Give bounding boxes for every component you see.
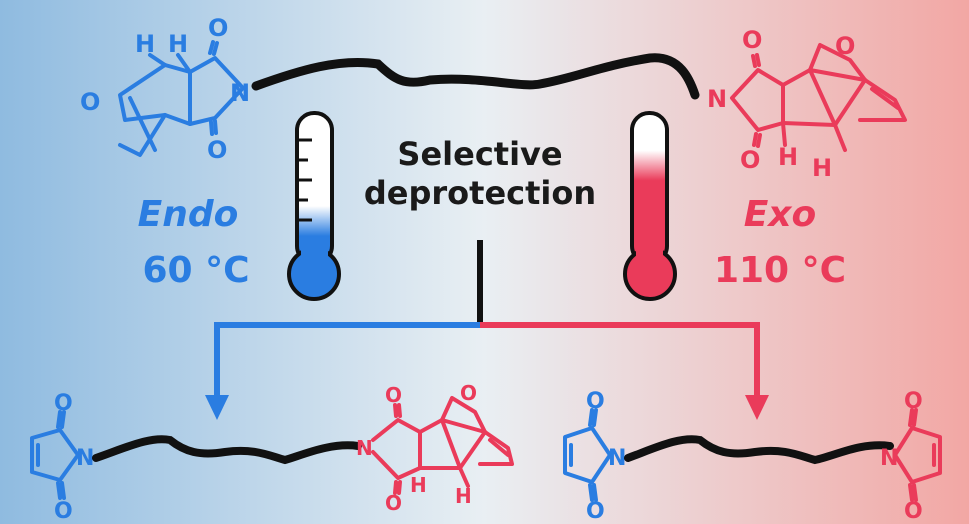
exo-atom-o-bridge: O (835, 32, 855, 60)
exo-thermometer (623, 111, 677, 301)
exo-branch-arrow (480, 322, 760, 400)
endo-atom-o-top: O (208, 14, 228, 42)
product-right-maleimide-left (563, 408, 612, 502)
product-right-right-o-bottom: O (904, 499, 923, 524)
product-right-maleimide-right-atoms: O N O (880, 389, 923, 524)
exo-label: Exo (744, 194, 817, 235)
endo-atom-o-bridge: O (80, 88, 100, 116)
endo-atom-o-bottom: O (207, 136, 227, 164)
exo-atom-h2: H (812, 154, 832, 182)
product-left-maleimide-atoms: O N O (54, 391, 94, 524)
product-left-o-bottom: O (54, 499, 73, 524)
bottom-right-linker (624, 435, 894, 465)
title-line-2: deprotection (364, 174, 596, 212)
exo-temperature: 110 °C (714, 250, 846, 291)
product-left-exo-n: N (356, 436, 373, 460)
product-right-right-n: N (880, 446, 898, 471)
bottom-left-linker (92, 435, 362, 465)
product-right-right-o-top: O (904, 389, 923, 414)
product-right-left-o-top: O (586, 389, 605, 414)
exo-atom-o-top: O (742, 26, 762, 54)
product-left-exo-o-top: O (385, 383, 402, 407)
product-right-left-n: N (608, 446, 626, 471)
exo-adduct-atoms: O O N O H H (707, 26, 855, 182)
product-left-o-top: O (54, 391, 73, 416)
endo-temperature: 60 °C (142, 250, 249, 291)
endo-atom-n: N (230, 79, 250, 107)
title-line-1: Selective (397, 135, 562, 173)
product-left-n: N (76, 446, 94, 471)
product-left-exo-o-bottom: O (385, 491, 402, 515)
product-left-exo-h1: H (410, 473, 427, 497)
product-left-exo-o-bridge: O (460, 381, 477, 405)
top-polymer-linker (251, 53, 700, 100)
product-left-exo-adduct (371, 396, 514, 495)
product-right-maleimide-left-atoms: O N O (586, 389, 626, 524)
exo-adduct-structure (730, 43, 907, 152)
endo-branch-arrow (214, 322, 480, 400)
exo-atom-o-bottom: O (740, 146, 760, 174)
endo-atom-h2: H (168, 30, 188, 58)
exo-arrowhead (745, 395, 769, 420)
product-left-exo-atoms: O O N O H H (356, 381, 477, 515)
endo-adduct-atoms: H H O N O O (80, 14, 250, 164)
endo-thermometer (287, 111, 341, 301)
exo-atom-n: N (707, 85, 727, 113)
endo-arrowhead (205, 395, 229, 420)
endo-label: Endo (138, 194, 239, 235)
endo-atom-h1: H (135, 30, 155, 58)
exo-atom-h1: H (778, 143, 798, 171)
product-left-exo-h2: H (455, 484, 472, 508)
product-right-left-o-bottom: O (586, 499, 605, 524)
product-right-maleimide-right (893, 408, 942, 502)
product-left-maleimide (30, 410, 80, 500)
endo-adduct-structure (118, 40, 245, 157)
